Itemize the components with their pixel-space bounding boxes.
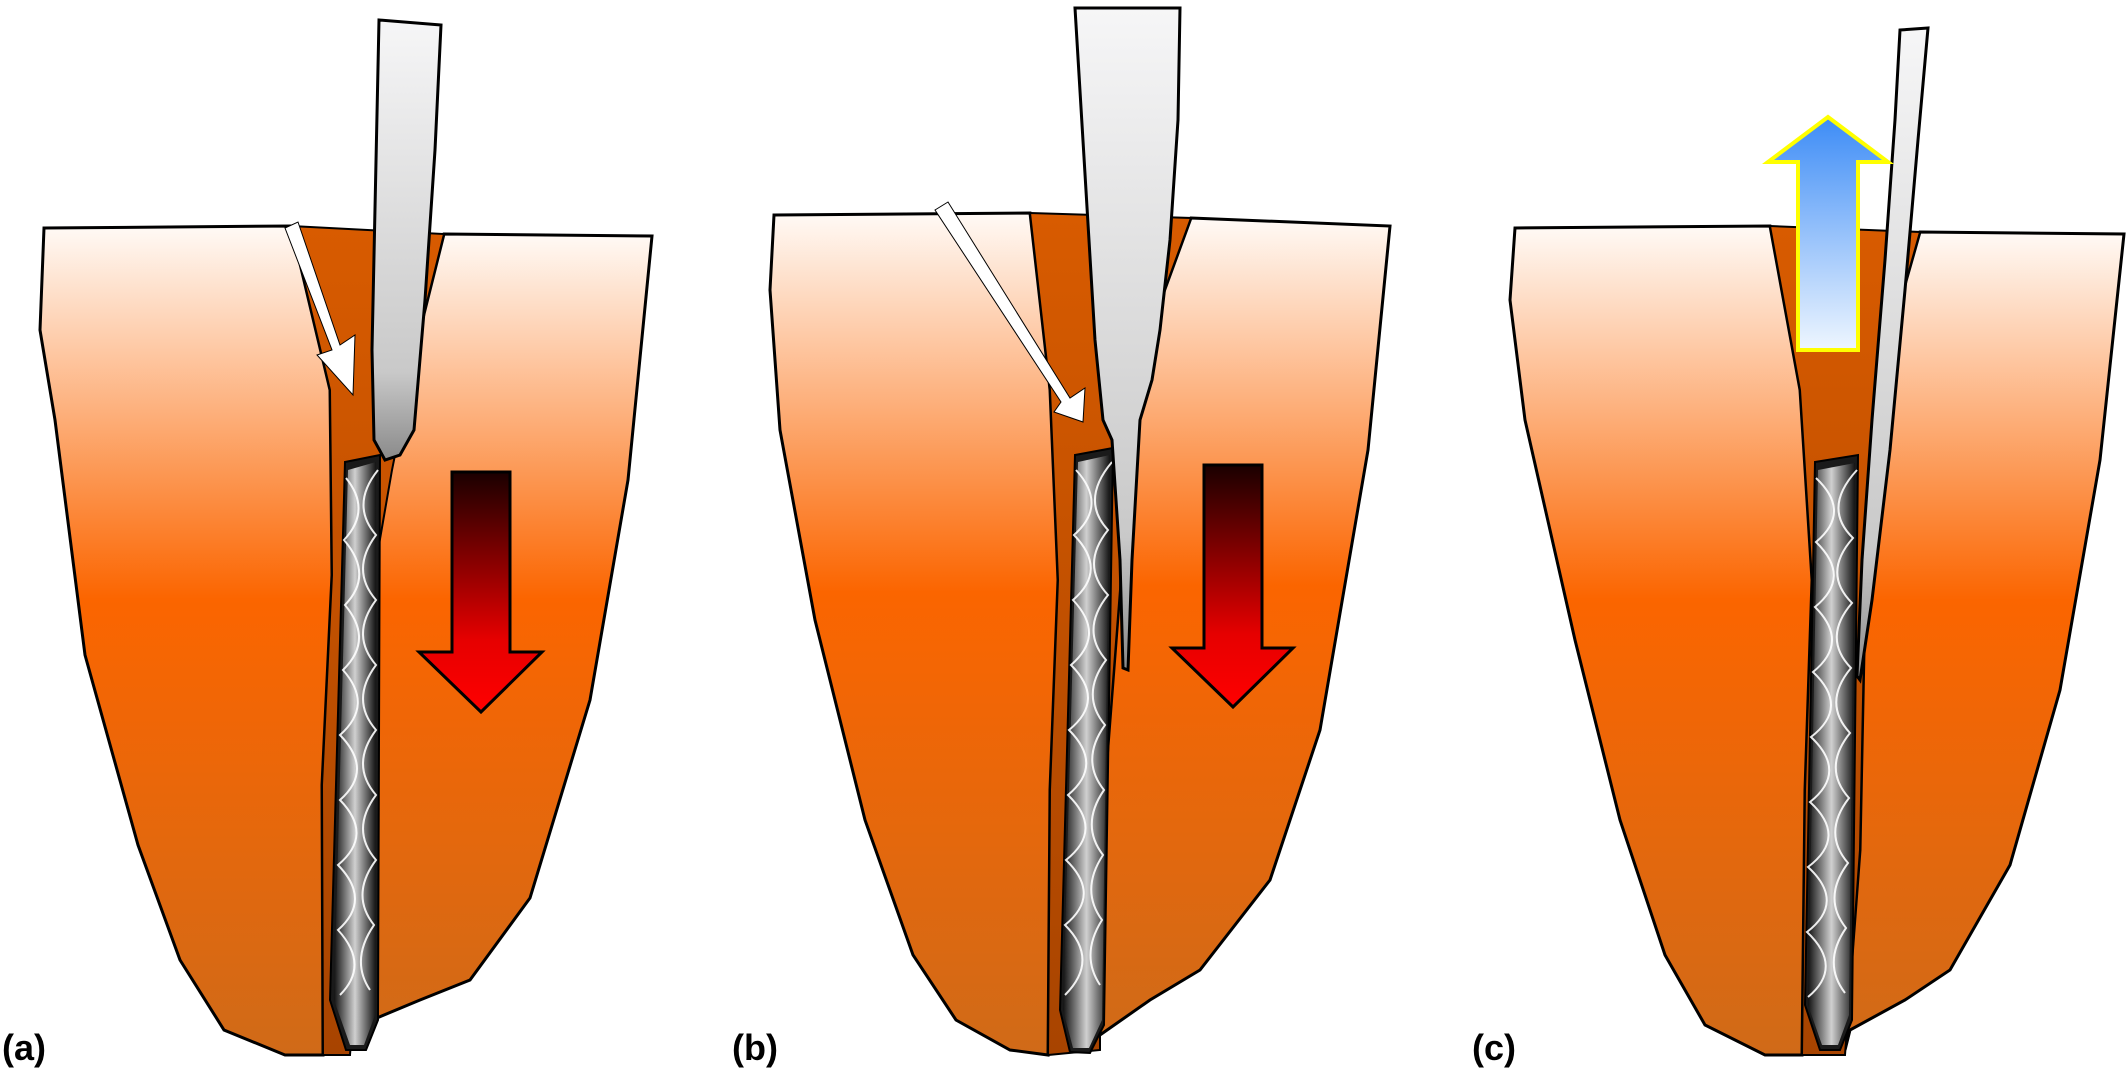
panel-label-b: (b) xyxy=(732,1027,778,1068)
panel-label-a: (a) xyxy=(2,1027,46,1068)
arrow-up-icon xyxy=(1762,114,1894,352)
panel-c xyxy=(1508,26,2126,1057)
pointer-arrow-icon xyxy=(934,201,1086,423)
tooth-body xyxy=(768,211,1060,1057)
tooth-body xyxy=(38,224,334,1057)
arrow-down-icon xyxy=(1168,463,1297,710)
pointer-arrow-icon xyxy=(284,221,356,397)
tooth-body xyxy=(1508,224,1814,1057)
panel-label-c: (c) xyxy=(1472,1027,1516,1068)
instrument-icon xyxy=(1073,6,1182,673)
threaded-post-icon xyxy=(328,453,382,1051)
instrument-icon xyxy=(370,18,443,462)
threaded-post-icon xyxy=(1803,453,1860,1051)
panel-b xyxy=(768,6,1392,1057)
arrow-down-icon xyxy=(415,470,546,715)
instrument-icon xyxy=(1855,26,1930,684)
panel-a xyxy=(38,18,654,1057)
